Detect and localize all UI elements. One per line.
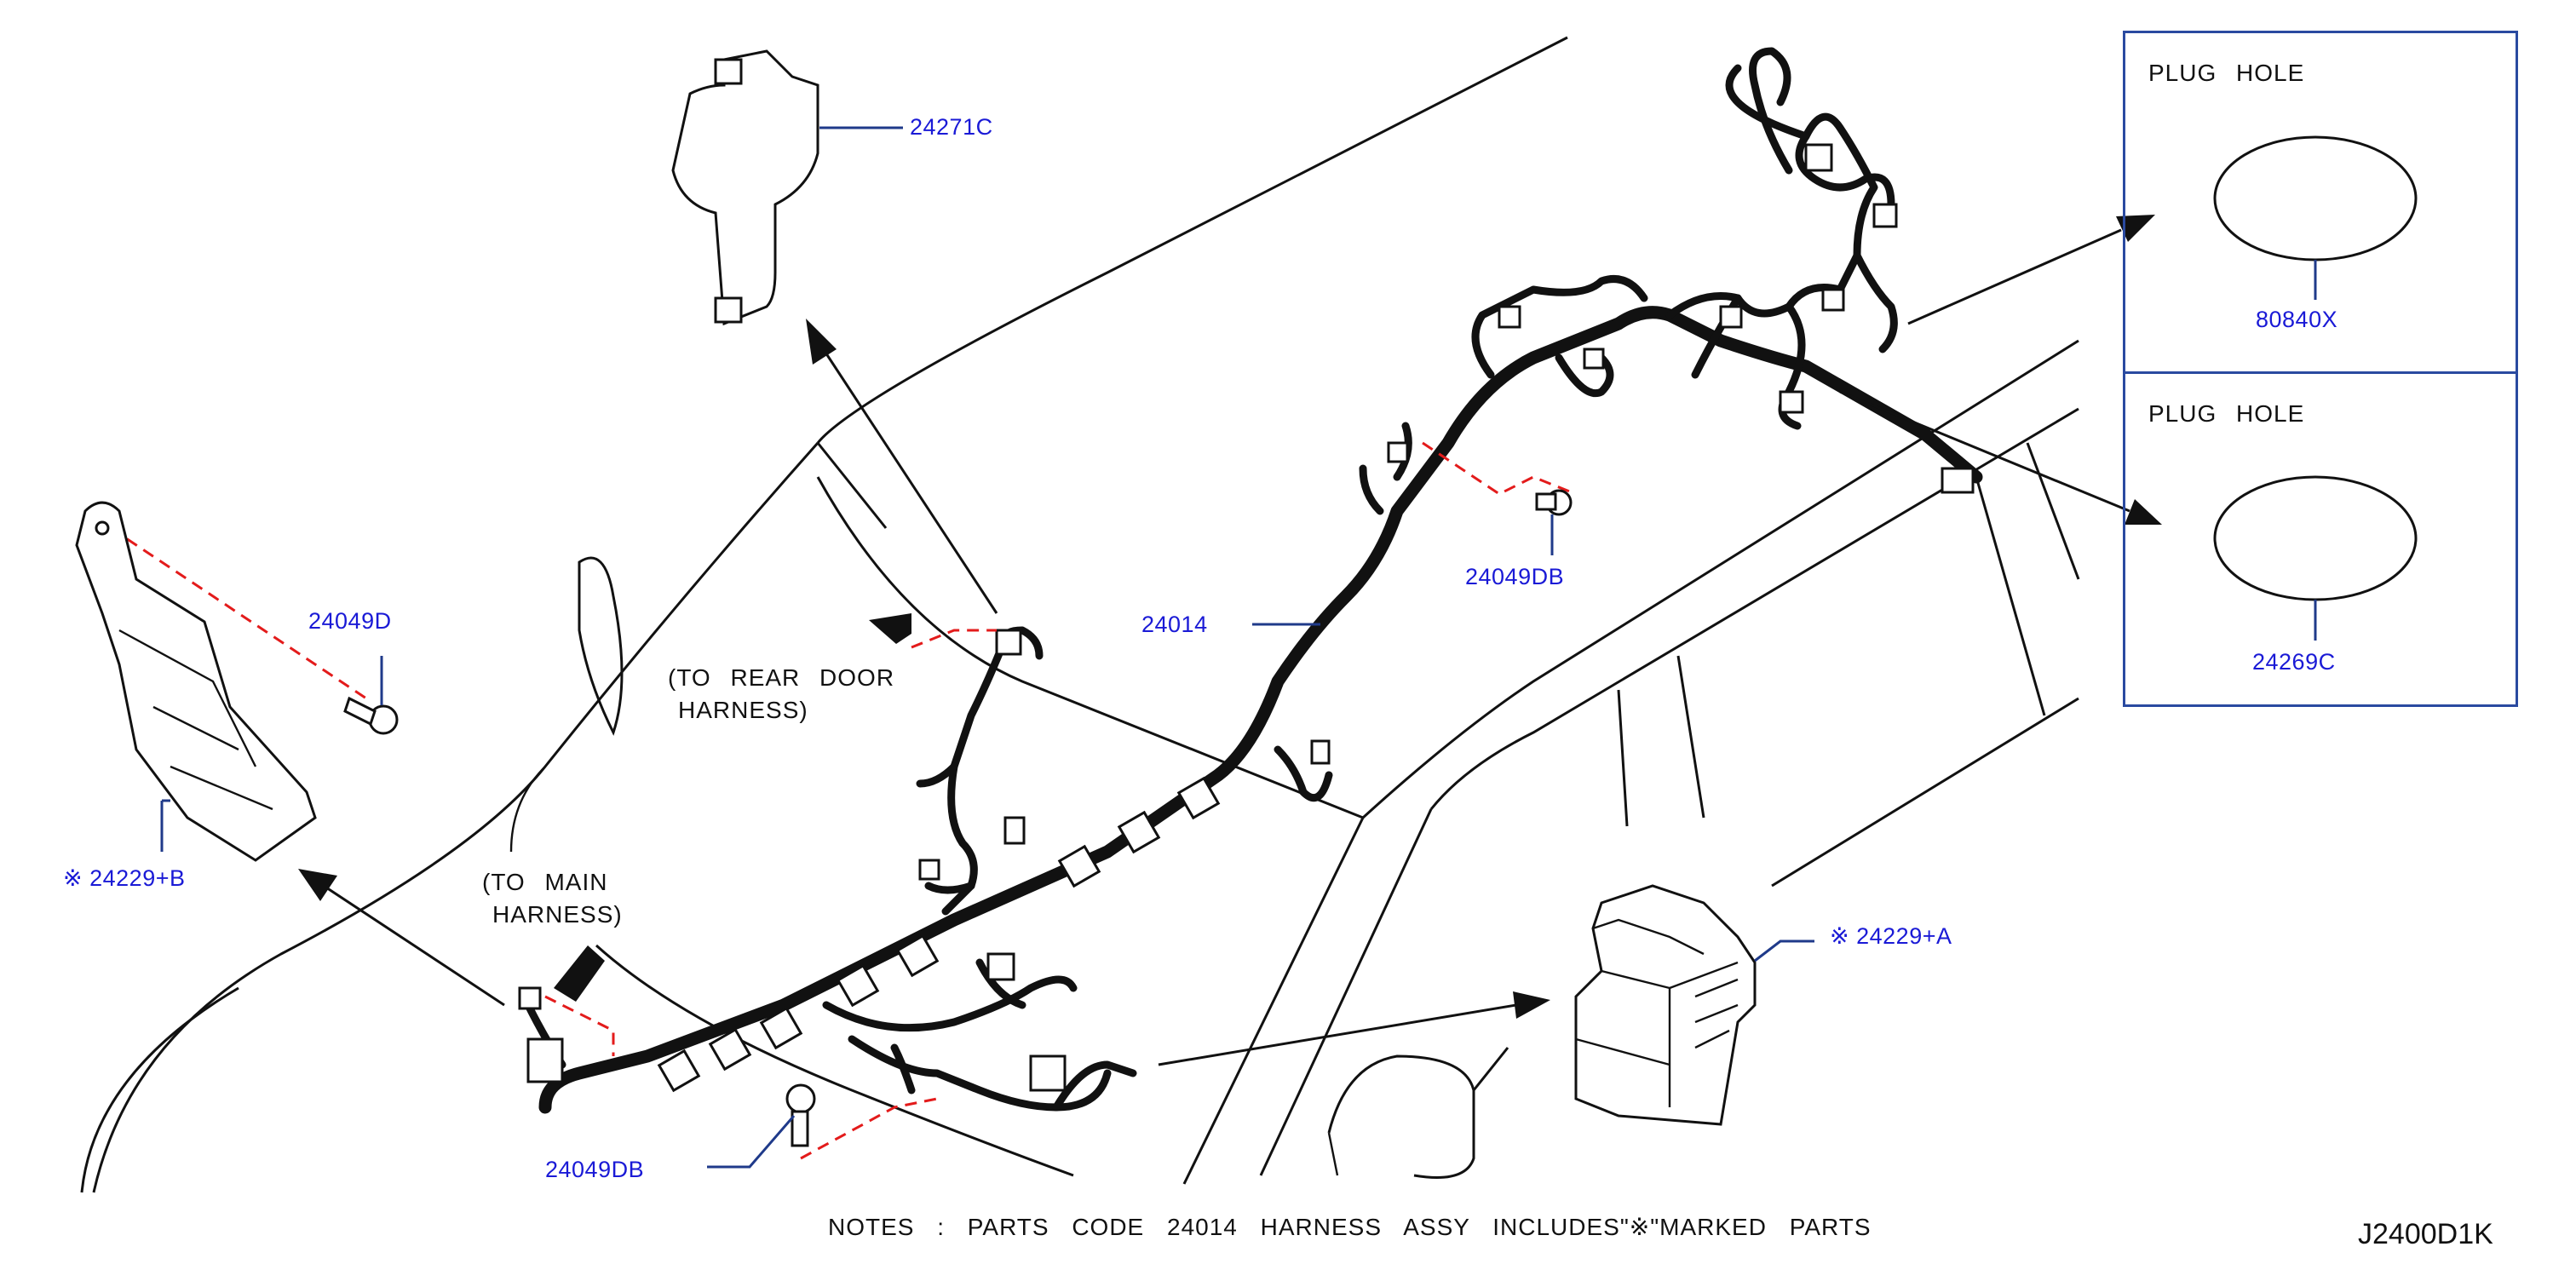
annotation-rear-door-line1: (TO REAR DOOR xyxy=(668,664,895,691)
part-24229A-relay-bracket[interactable] xyxy=(1574,884,1757,1126)
plug-hole-title-top: PLUG HOLE xyxy=(2148,60,2305,86)
label-24049DB-top[interactable]: 24049DB xyxy=(1465,564,1565,589)
annotation-main-line2: HARNESS) xyxy=(492,901,623,928)
notes-text: NOTES : PARTS CODE 24014 HARNESS ASSY IN… xyxy=(828,1214,1872,1240)
part-24049DB-bolt-bottom[interactable] xyxy=(707,1083,816,1169)
main-harness-24014[interactable] xyxy=(524,47,1983,1114)
part-24271C-protector[interactable] xyxy=(671,49,819,326)
label-24229B[interactable]: ※ 24229+B xyxy=(63,865,186,891)
dashed-reference-lines xyxy=(110,441,1577,1160)
arrows xyxy=(298,215,2162,1066)
label-24271C[interactable]: 24271C xyxy=(910,114,993,140)
label-24049DB-bottom[interactable]: 24049DB xyxy=(545,1157,645,1182)
label-24049D[interactable]: 24049D xyxy=(308,608,392,634)
vehicle-body-outline xyxy=(80,36,2080,1193)
annotation-rear-door-line2: HARNESS) xyxy=(678,697,808,723)
plug-hole-box-top xyxy=(2123,31,2518,374)
part-24229B-bracket[interactable] xyxy=(75,501,317,862)
plug-hole-title-bottom: PLUG HOLE xyxy=(2148,400,2305,427)
part-24049DB-bolt-top[interactable] xyxy=(1535,489,1573,555)
harness-connectors xyxy=(518,143,1975,1093)
label-24229A[interactable]: ※ 24229+A xyxy=(1830,923,1952,949)
drawing-reference: J2400D1K xyxy=(2358,1218,2493,1250)
label-24014[interactable]: 24014 xyxy=(1141,612,1208,637)
plug-hole-box-bottom xyxy=(2123,371,2518,707)
label-80840X[interactable]: 80840X xyxy=(2256,307,2338,332)
part-24049D-screw[interactable] xyxy=(343,656,399,735)
annotation-main-line1: (TO MAIN xyxy=(482,869,608,895)
label-24269C[interactable]: 24269C xyxy=(2252,649,2336,675)
leader-24229A xyxy=(1754,939,1814,962)
